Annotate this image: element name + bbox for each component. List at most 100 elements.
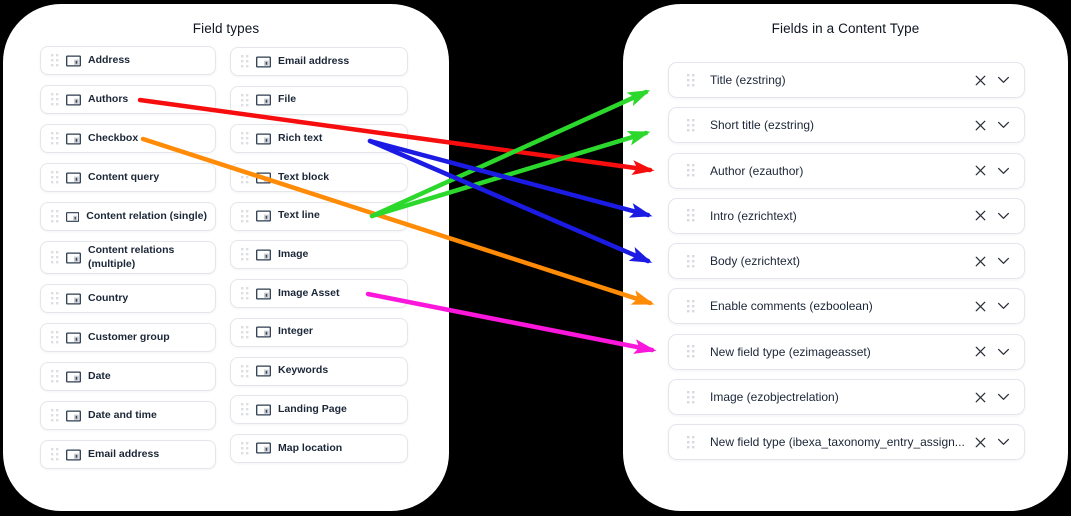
remove-field-button[interactable] xyxy=(974,119,987,132)
content-type-field-row[interactable]: Image (ezobjectrelation) xyxy=(668,379,1025,416)
field-type-label: File xyxy=(278,93,297,106)
remove-field-button[interactable] xyxy=(974,74,987,87)
drag-handle[interactable] xyxy=(241,209,249,223)
field-type-item[interactable]: Rich text xyxy=(230,124,408,154)
input-field-icon xyxy=(256,210,271,222)
drag-handle[interactable] xyxy=(51,93,59,106)
drag-handle[interactable] xyxy=(51,448,59,461)
input-field-icon xyxy=(256,288,271,300)
content-type-field-row[interactable]: Enable comments (ezboolean) xyxy=(668,288,1025,325)
drag-handle[interactable] xyxy=(687,390,695,404)
drag-handle[interactable] xyxy=(241,132,249,145)
field-type-item[interactable]: File xyxy=(230,85,408,115)
drag-handle[interactable] xyxy=(241,248,249,261)
drag-handle[interactable] xyxy=(51,331,59,344)
drag-handle[interactable] xyxy=(687,164,695,177)
input-field-icon xyxy=(256,442,271,454)
remove-field-button[interactable] xyxy=(974,255,987,268)
drag-handle-icon xyxy=(241,209,249,223)
collapse-field-button[interactable] xyxy=(997,393,1010,401)
drag-handle[interactable] xyxy=(687,254,695,268)
drag-handle[interactable] xyxy=(687,299,695,313)
drag-handle-icon xyxy=(51,409,59,422)
remove-field-button[interactable] xyxy=(974,436,987,449)
input-field-icon xyxy=(66,371,81,383)
content-type-field-row[interactable]: Author (ezauthor) xyxy=(668,152,1025,189)
drag-handle[interactable] xyxy=(241,171,249,184)
field-type-label: Content relation (single) xyxy=(86,209,207,222)
drag-handle[interactable] xyxy=(51,210,59,223)
field-type-label: Address xyxy=(88,53,131,66)
drag-handle[interactable] xyxy=(687,73,695,87)
collapse-field-button[interactable] xyxy=(997,438,1010,446)
content-type-field-row[interactable]: Short title (ezstring) xyxy=(668,107,1025,144)
drag-handle[interactable] xyxy=(51,370,59,383)
drag-handle[interactable] xyxy=(241,287,249,300)
field-type-label: Integer xyxy=(278,325,314,338)
drag-handle[interactable] xyxy=(687,118,695,132)
drag-handle[interactable] xyxy=(51,171,59,184)
chevron-down-icon xyxy=(998,76,1009,83)
collapse-field-button[interactable] xyxy=(997,167,1010,175)
field-type-item[interactable]: Country xyxy=(40,284,216,314)
drag-handle-icon xyxy=(241,364,249,377)
remove-field-button[interactable] xyxy=(974,300,987,313)
drag-handle[interactable] xyxy=(241,325,249,339)
drag-handle[interactable] xyxy=(687,209,695,222)
field-type-item[interactable]: Map location xyxy=(230,433,408,463)
field-type-item[interactable]: Content relation (single) xyxy=(40,202,216,231)
field-type-item[interactable]: Authors xyxy=(40,85,216,114)
field-type-item[interactable]: Integer xyxy=(230,317,408,347)
field-type-item[interactable]: Address xyxy=(40,46,216,75)
field-type-item[interactable]: Content query xyxy=(40,163,216,192)
content-type-field-row[interactable]: Body (ezrichtext) xyxy=(668,243,1025,280)
collapse-field-button[interactable] xyxy=(997,121,1010,129)
drag-handle[interactable] xyxy=(241,403,249,416)
field-type-item[interactable]: Image Asset xyxy=(230,279,408,309)
drag-handle[interactable] xyxy=(241,55,249,68)
input-field-icon xyxy=(66,252,81,264)
drag-handle[interactable] xyxy=(241,364,249,378)
content-type-field-row[interactable]: Title (ezstring) xyxy=(668,62,1025,98)
remove-field-button[interactable] xyxy=(974,345,987,358)
drag-handle[interactable] xyxy=(241,93,249,107)
remove-field-button[interactable] xyxy=(974,164,987,177)
drag-handle[interactable] xyxy=(51,54,59,67)
content-type-field-row[interactable]: New field type (ibexa_taxonomy_entry_ass… xyxy=(668,424,1025,461)
collapse-field-button[interactable] xyxy=(997,212,1010,220)
field-type-item[interactable]: Image xyxy=(230,240,408,270)
field-type-item[interactable]: Date and time xyxy=(40,401,216,431)
field-type-item[interactable]: Content relations (multiple) xyxy=(40,241,216,275)
drag-handle-icon xyxy=(51,292,59,305)
collapse-field-button[interactable] xyxy=(997,348,1010,356)
drag-handle[interactable] xyxy=(51,292,59,305)
field-type-item[interactable]: Email address xyxy=(230,47,408,76)
drag-handle[interactable] xyxy=(687,435,695,449)
field-type-item[interactable]: Email address xyxy=(40,440,216,470)
collapse-field-button[interactable] xyxy=(997,257,1010,265)
field-type-item[interactable]: Date xyxy=(40,362,216,392)
x-icon xyxy=(975,301,986,312)
drag-handle[interactable] xyxy=(51,409,59,422)
input-field-icon xyxy=(66,93,81,106)
field-type-item[interactable]: Keywords xyxy=(230,356,408,386)
chevron-down-icon xyxy=(998,303,1009,310)
remove-field-button[interactable] xyxy=(974,391,987,404)
field-type-item[interactable]: Text block xyxy=(230,163,408,193)
content-type-field-row[interactable]: New field type (ezimageasset) xyxy=(668,333,1025,370)
drag-handle[interactable] xyxy=(241,441,249,455)
content-type-field-row[interactable]: Intro (ezrichtext) xyxy=(668,197,1025,234)
remove-field-button[interactable] xyxy=(974,209,987,222)
drag-handle[interactable] xyxy=(51,251,59,264)
collapse-field-button[interactable] xyxy=(997,302,1010,310)
drag-handle[interactable] xyxy=(51,132,59,145)
field-type-item[interactable]: Text line xyxy=(230,201,408,231)
collapse-field-button[interactable] xyxy=(997,76,1010,84)
field-type-item[interactable]: Customer group xyxy=(40,323,216,353)
field-type-label: Content relations (multiple) xyxy=(88,244,175,270)
drag-handle[interactable] xyxy=(687,345,695,358)
field-type-item[interactable]: Landing Page xyxy=(230,395,408,425)
drag-handle-icon xyxy=(51,331,59,344)
field-type-item[interactable]: Checkbox xyxy=(40,124,216,153)
